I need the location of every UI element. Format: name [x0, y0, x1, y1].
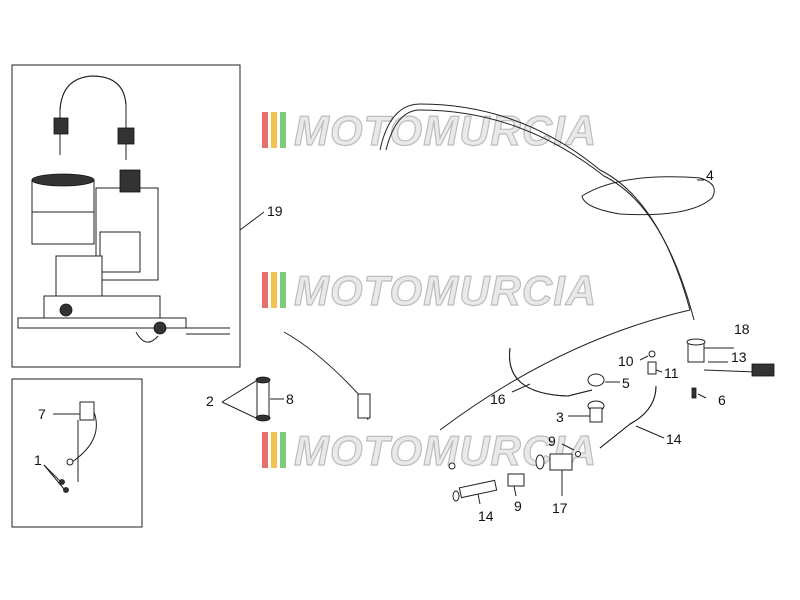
leader-14: [477, 493, 481, 505]
screw-icon: [691, 387, 697, 399]
level-sensor: [59, 401, 97, 493]
watermark-stripe: [262, 432, 268, 468]
nipple-fitting: [647, 361, 657, 375]
watermark-stripe: [271, 432, 277, 468]
watermark-stripe: [271, 272, 277, 308]
hose-clamp: [53, 117, 69, 135]
callout-2: 2: [206, 393, 214, 409]
return-hose-inner: [599, 385, 657, 449]
leader-16: [511, 383, 531, 393]
leader-2: [221, 380, 257, 403]
leader-6: [697, 393, 707, 399]
sleeve-cap: [255, 414, 271, 422]
pump-fitting: [59, 303, 73, 317]
pump-filter-top: [31, 173, 95, 187]
watermark-text: MOTOMURCIA: [294, 427, 597, 474]
callout-19: 19: [267, 203, 283, 219]
fuel-pump-assembly: [17, 75, 230, 343]
watermark-top: MOTOMURCIA: [262, 106, 597, 155]
small-washer: [648, 350, 656, 358]
return-hose: [599, 385, 657, 449]
leader-1: [43, 464, 65, 490]
sensor-wire: [71, 411, 97, 463]
watermark-stripe: [280, 272, 286, 308]
o-ring: [686, 338, 706, 346]
quick-coupler: [549, 453, 573, 471]
callout-7: 7: [38, 406, 46, 422]
callout-9-top: 9: [548, 433, 556, 449]
leader-11: [655, 369, 663, 373]
leader-19: [239, 211, 265, 231]
leader-9: [513, 485, 517, 497]
callout-14-right: 14: [666, 431, 682, 447]
leader-9: [561, 443, 575, 451]
callout-5: 5: [622, 375, 630, 391]
callout-14-left: 14: [478, 508, 494, 524]
hose-fitting: [589, 407, 603, 423]
watermark-text: MOTOMURCIA: [294, 267, 597, 314]
hose-clamp: [117, 127, 135, 145]
leader-2: [221, 401, 257, 419]
callout-11: 11: [664, 365, 679, 381]
small-washer: [448, 462, 456, 470]
watermark-stripe: [262, 112, 268, 148]
callout-9-bottom: 9: [514, 498, 522, 514]
callout-8: 8: [286, 391, 294, 407]
short-hose: [458, 479, 498, 499]
ring-washer: [587, 373, 605, 387]
sensor-head: [79, 401, 95, 421]
watermark-stripe: [271, 112, 277, 148]
callout-4: 4: [706, 167, 714, 183]
pump-hose-inner: [59, 75, 127, 160]
watermark-stripe: [262, 272, 268, 308]
pump-connector: [119, 169, 141, 193]
connecting-rod: [283, 331, 369, 421]
watermark-bottom: MOTOMURCIA: [262, 426, 597, 475]
sensor-inset-frame: [11, 378, 143, 528]
callout-13: 13: [731, 349, 747, 365]
callout-3: 3: [556, 409, 564, 425]
callout-17: 17: [552, 500, 568, 516]
callout-18: 18: [734, 321, 750, 337]
connecting-hose: [439, 309, 691, 431]
wire-connector: [751, 363, 775, 377]
watermark-stripe: [280, 112, 286, 148]
tank-gasket: [581, 176, 715, 216]
small-washer: [575, 451, 581, 457]
watermark-text: MOTOMURCIA: [294, 107, 597, 154]
sensor-float: [66, 458, 74, 466]
rod-bracket: [357, 393, 371, 419]
connector-fitting: [507, 473, 525, 487]
watermark-middle: MOTOMURCIA: [262, 266, 597, 315]
pump-outlet-bend: [135, 331, 159, 343]
seal-ring: [535, 454, 545, 470]
fuel-hose: [509, 347, 593, 397]
callout-1: 1: [34, 452, 42, 468]
sleeve: [256, 379, 270, 419]
breather-cable: [385, 109, 695, 321]
fuel-hose-inner: [509, 347, 593, 397]
pump-housing: [99, 231, 141, 273]
pump-base: [43, 295, 161, 319]
screw-icon: [63, 487, 69, 493]
callout-16: 16: [490, 391, 506, 407]
leader-10: [639, 355, 649, 361]
leader-14: [635, 425, 665, 439]
sleeve-cap: [255, 376, 271, 384]
fuel-pump-inset-frame: [11, 64, 241, 368]
screw-icon: [59, 479, 65, 485]
seal-ring: [452, 490, 460, 502]
pump-fitting: [153, 321, 167, 335]
watermark-stripe: [280, 432, 286, 468]
pump-hose: [59, 75, 127, 160]
callout-6: 6: [718, 392, 726, 408]
switch-wire: [703, 369, 757, 373]
callout-10: 10: [618, 353, 634, 369]
